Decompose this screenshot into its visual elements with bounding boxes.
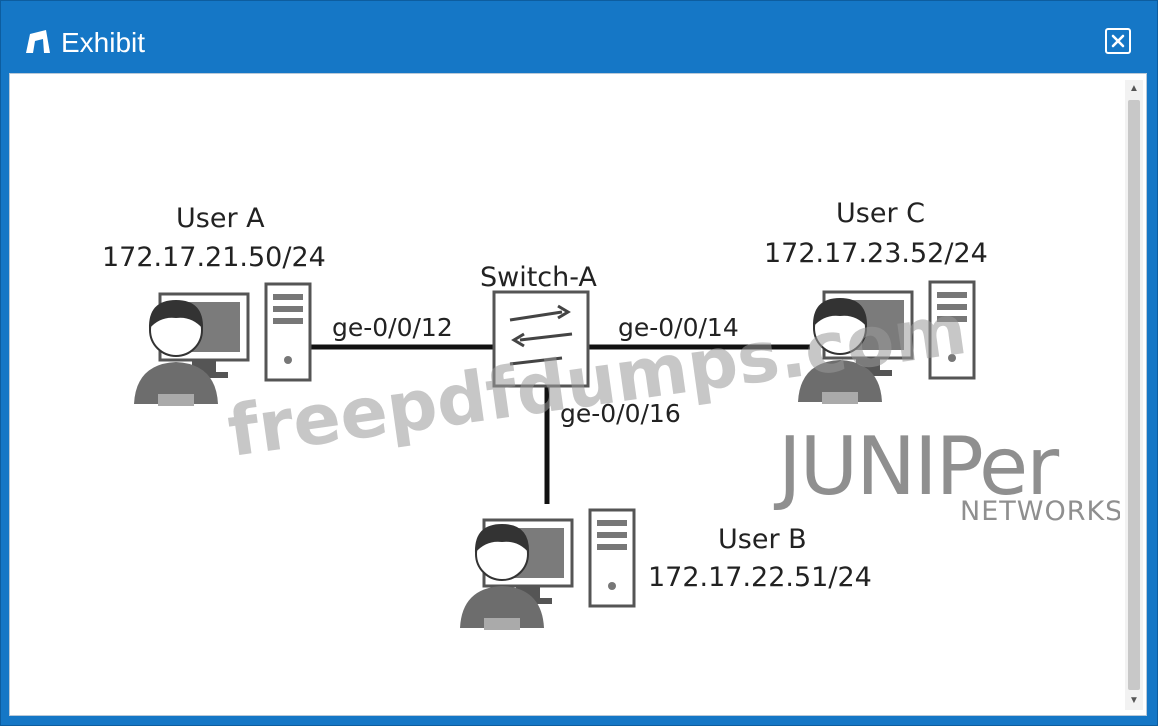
brand-sub: NETWORKS (960, 496, 1120, 527)
user-a-ip: 172.17.21.50/24 (102, 242, 326, 273)
user-c-name: User C (836, 198, 925, 229)
switch-label: Switch-A (480, 262, 597, 293)
network-diagram: Switch-A User A 172.17.21.50/24 ge-0/0/1… (102, 198, 1120, 631)
exhibit-content: Switch-A User A 172.17.21.50/24 ge-0/0/1… (9, 73, 1147, 716)
title-bar[interactable]: Exhibit (1, 1, 1157, 73)
user-a-port: ge-0/0/12 (332, 313, 453, 342)
close-button[interactable] (1105, 28, 1131, 54)
scroll-down-icon[interactable]: ▼ (1129, 695, 1139, 706)
user-b-name: User B (718, 524, 807, 555)
close-icon (1111, 34, 1125, 48)
vertical-scrollbar[interactable]: ▲ ▼ (1125, 80, 1143, 710)
switch-icon (492, 290, 590, 388)
exhibit-icon (26, 30, 50, 53)
user-b-ip: 172.17.22.51/24 (648, 562, 872, 593)
scroll-up-icon[interactable]: ▲ (1129, 83, 1139, 94)
user-c-ip: 172.17.23.52/24 (764, 238, 988, 269)
juniper-logo: JUNIPer NETWORKS ® (773, 420, 1120, 527)
window-title: Exhibit (61, 27, 146, 58)
brand-name: JUNIPer (773, 420, 1059, 513)
user-a-name: User A (176, 203, 265, 234)
user-c-port: ge-0/0/14 (618, 313, 739, 342)
user-b-port: ge-0/0/16 (560, 399, 681, 428)
scroll-thumb[interactable] (1128, 100, 1140, 690)
